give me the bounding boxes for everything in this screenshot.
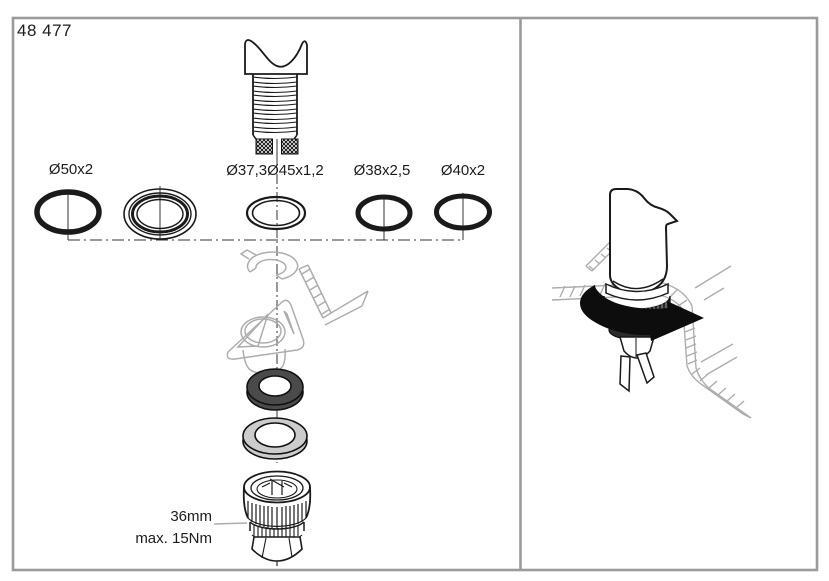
- thread-lines: [252, 76, 298, 134]
- oring-50x2: [34, 189, 102, 235]
- washer-pair-drawing: [242, 368, 308, 460]
- oring-37-45: [245, 195, 307, 231]
- profiled-gasket: [123, 188, 197, 240]
- horseshoe-washer: [239, 249, 299, 280]
- knurl-band: [247, 501, 307, 529]
- oring-label-37-45: Ø37,3Ø45x1,2: [226, 162, 324, 179]
- leader-line: [213, 522, 248, 525]
- spline-detail: [261, 478, 293, 495]
- hex-base: [251, 536, 303, 562]
- oring-40x2: [434, 193, 492, 231]
- oring-label-38x2-5: Ø38x2,5: [353, 162, 411, 179]
- dark-washer: [246, 368, 304, 411]
- wrench-size-label: 36mm: [170, 508, 212, 525]
- collar: [605, 282, 669, 301]
- installed-nut-drawing: [603, 282, 671, 393]
- deck-surface-lines: [694, 265, 738, 376]
- hose-tails-drawing: [619, 352, 655, 393]
- page-frame: [11, 16, 819, 572]
- installation-drawing: [551, 188, 752, 419]
- part-number: 48 477: [17, 21, 72, 40]
- light-washer: [242, 417, 308, 460]
- oring-label-40x2: Ø40x2: [440, 162, 486, 179]
- faucet-body-drawing: [609, 188, 679, 294]
- oring-38x2-5: [355, 194, 413, 232]
- torque-label: max. 15Nm: [135, 530, 212, 547]
- mounting-nut-drawing: [213, 470, 312, 566]
- triangle-base-plate: [226, 299, 305, 375]
- o-ring-set-drawing: [34, 188, 492, 240]
- exploded-view-drawing: [34, 39, 492, 566]
- oring-label-50x2: Ø50x2: [48, 161, 94, 178]
- escutcheon-plate-drawing: [226, 249, 369, 375]
- deck-section: [298, 264, 369, 326]
- threaded-shank-drawing: [244, 39, 308, 158]
- rotation-arrow-icon: [579, 285, 704, 341]
